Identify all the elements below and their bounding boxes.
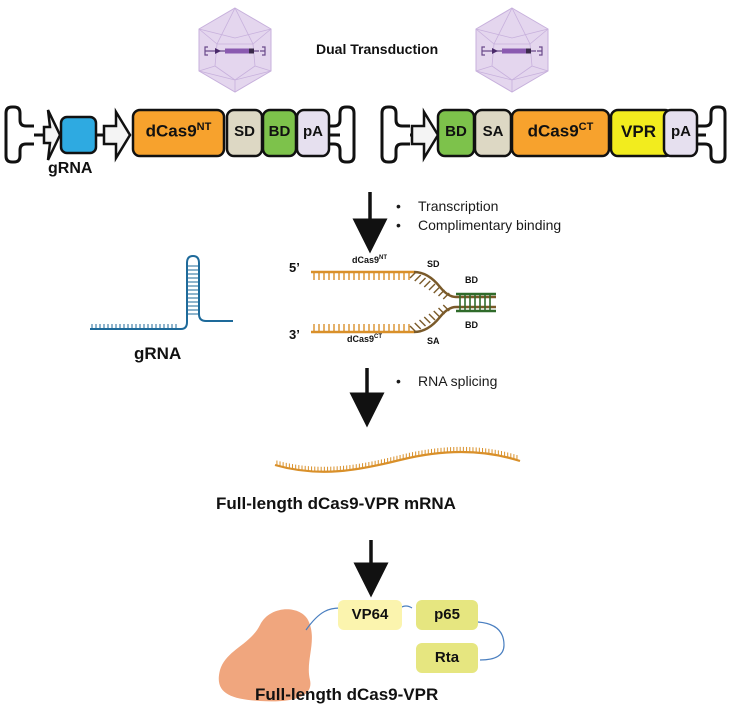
promoter-arrow-icon — [102, 107, 132, 163]
rta-label: Rta — [434, 649, 460, 666]
rta-box — [416, 643, 478, 673]
dcas9-nt-box — [131, 108, 226, 158]
dcas9-nt-sup: NT — [196, 121, 212, 133]
duplex-base-tick — [428, 313, 436, 321]
mrna-label: Full-length dCas9-VPR mRNA — [216, 494, 456, 513]
duplex-base-tick — [419, 319, 426, 327]
step-1-bullets: •Transcription •Complimentary binding — [396, 197, 561, 235]
duplex-base-tick — [428, 283, 436, 291]
step-2-bullets: •RNA splicing — [396, 372, 497, 391]
dcas9-ct-strand-label: dCas9CT — [347, 334, 382, 344]
pa-label: pA — [303, 123, 323, 140]
bullet-item: •RNA splicing — [396, 373, 498, 389]
dcas9-nt-main: dCas9 — [145, 121, 197, 141]
bullet-text: Complimentary binding — [418, 217, 562, 233]
three-prime-label: 3’ — [289, 327, 300, 342]
dcas9-ct-box — [510, 108, 611, 158]
bd-top-label: BD — [465, 275, 478, 285]
sa-label: SA — [482, 123, 504, 140]
duplex-base-tick — [433, 286, 441, 294]
dcas9-nt-label: dCas9NT — [133, 121, 224, 142]
dcas9-protein-blob-icon — [218, 609, 312, 702]
bd-label: BD — [445, 123, 467, 140]
promoter-arrow-icon — [42, 109, 62, 161]
bullet-text: Transcription — [418, 198, 499, 214]
dcas9-ct-label: dCas9CT — [512, 121, 609, 142]
aav-capsid-icon — [475, 7, 549, 93]
bd-label: BD — [268, 123, 291, 140]
dcas9-ct-main: dCas9 — [527, 121, 579, 141]
grna-structure-label: gRNA — [134, 344, 182, 363]
bullet-item: •Complimentary binding — [396, 217, 562, 233]
pa-box — [662, 108, 699, 158]
p65-box — [416, 600, 478, 630]
bd-bottom-label: BD — [465, 320, 478, 330]
mrna-strand-icon — [274, 446, 521, 473]
itr-right-icon — [326, 105, 356, 164]
itr-right-icon — [697, 105, 727, 164]
duplex-base-tick — [419, 277, 426, 285]
label-sup: CT — [374, 334, 383, 340]
itr-left-icon — [4, 105, 34, 164]
p65-label: p65 — [434, 606, 460, 623]
label-sup: NT — [379, 255, 388, 261]
duplex-base-tick — [438, 289, 445, 297]
duplex-base-tick — [438, 307, 445, 315]
duplex-base-tick — [409, 325, 417, 333]
linker-icon — [477, 621, 505, 661]
five-prime-label: 5’ — [289, 260, 300, 275]
sa-strand-label: SA — [427, 336, 440, 346]
duplex-base-tick — [409, 271, 417, 279]
vp64-box — [338, 600, 402, 630]
sd-strand-label: SD — [427, 259, 440, 269]
duplex-base-tick — [433, 310, 441, 318]
duplex-base-tick — [423, 316, 431, 324]
pa-label: pA — [671, 123, 691, 140]
grna-cassette-label: gRNA — [48, 160, 93, 177]
dcas9-nt-strand-label: dCas9NT — [352, 255, 387, 265]
label-main: dCas9 — [352, 255, 380, 265]
duplex-base-tick — [442, 292, 450, 300]
duplex-base-tick — [414, 274, 422, 282]
rna-duplex-icon — [311, 270, 496, 334]
label-main: dCas9 — [347, 334, 375, 344]
dual-transduction-title: Dual Transduction — [316, 41, 439, 57]
grna-hairpin-icon — [90, 254, 233, 330]
protein-label: Full-length dCas9-VPR — [255, 685, 439, 704]
duplex-base-tick — [423, 280, 431, 288]
itr-left-icon — [380, 105, 410, 164]
promoter-arrow-icon — [410, 107, 440, 163]
dcas9-vpr-protein-icon — [218, 600, 505, 702]
bullet-item: •Transcription — [396, 198, 499, 214]
aav-capsid-icon — [198, 7, 272, 93]
grna-cassette-box — [59, 115, 98, 155]
pa-box — [295, 108, 331, 158]
bullet-text: RNA splicing — [418, 373, 498, 389]
vector-1-construct — [4, 105, 356, 164]
vpr-label: VPR — [621, 122, 656, 141]
duplex-base-tick — [442, 304, 450, 312]
vp64-label: VP64 — [351, 606, 389, 623]
duplex-base-tick — [414, 322, 422, 330]
sd-label: SD — [234, 123, 255, 140]
dcas9-ct-sup: CT — [578, 121, 594, 133]
